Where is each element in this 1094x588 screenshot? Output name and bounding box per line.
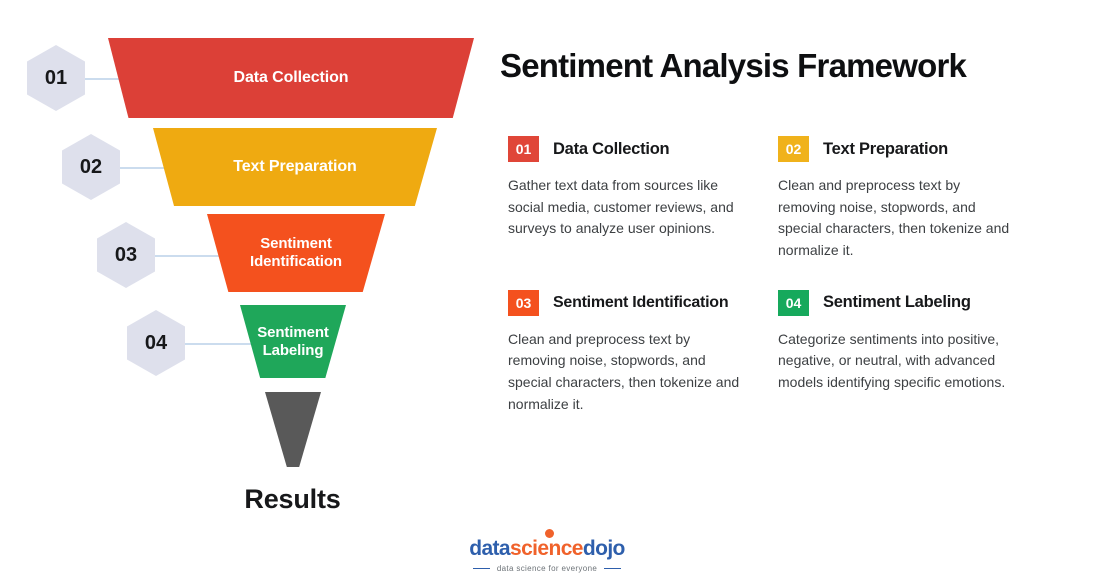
funnel-stage-sentiment-labeling[interactable]: Sentiment Labeling <box>240 305 346 378</box>
hexagon-step-01[interactable]: 01 <box>27 45 85 111</box>
funnel-outcome-label: Results <box>244 484 341 514</box>
hexagon-step-number: 02 <box>79 155 103 178</box>
step-badge-03: 03 <box>508 289 539 316</box>
logo-part-dojo: dojo <box>582 537 626 560</box>
connector-line-03 <box>154 255 220 257</box>
connector-line-02 <box>119 167 184 169</box>
connector-line-01 <box>84 78 144 80</box>
step-card-02: 02 Text Preparation Clean and preprocess… <box>778 136 1048 262</box>
tagline-rule-right <box>604 567 622 570</box>
logo-wordmark: data science dojo <box>469 529 626 560</box>
tagline-rule-left <box>472 567 490 570</box>
logo-part-data: data <box>469 537 510 560</box>
step-card-01: 01 Data Collection Gather text data from… <box>508 136 778 262</box>
step-badge-number: 03 <box>515 294 532 311</box>
funnel-stage-text-preparation[interactable]: Text Preparation <box>153 128 437 206</box>
step-description: Gather text data from sources like socia… <box>508 177 734 237</box>
step-description-grid: 01 Data Collection Gather text data from… <box>508 136 1068 416</box>
funnel-stage-label: Data Collection <box>233 68 349 86</box>
hexagon-step-02[interactable]: 02 <box>62 134 120 200</box>
hexagon-step-number: 03 <box>114 243 138 266</box>
details-panel: Sentiment Analysis Framework 01 Data Col… <box>500 0 1094 588</box>
brand-logo: data science dojo data science for every… <box>0 529 1094 573</box>
step-header: 03 Sentiment Identification <box>508 289 778 316</box>
step-badge-number: 02 <box>785 141 802 157</box>
funnel-spout-shape <box>265 392 321 467</box>
funnel-stage-label: Sentiment Identification <box>250 235 342 270</box>
funnel-stage-label-line2: Identification <box>250 253 342 270</box>
step-header: 01 Data Collection <box>508 136 778 162</box>
step-title: Sentiment Labeling <box>823 293 971 312</box>
step-title: Sentiment Identification <box>553 293 729 311</box>
funnel-stage-sentiment-identification[interactable]: Sentiment Identification <box>207 214 385 292</box>
step-badge-04: 04 <box>778 289 809 316</box>
step-badge-number: 01 <box>515 141 532 157</box>
logo-tagline-row: data science for everyone <box>472 564 622 573</box>
hexagon-step-number: 01 <box>44 66 68 89</box>
funnel-stage-data-collection[interactable]: Data Collection <box>108 38 474 118</box>
step-title: Text Preparation <box>823 139 948 158</box>
funnel-stage-label: Text Preparation <box>233 157 357 175</box>
funnel-stage-label-line1: Sentiment <box>257 323 329 341</box>
step-description: Categorize sentiments into positive, neg… <box>778 330 1006 391</box>
step-badge-number: 04 <box>785 294 802 311</box>
funnel-diagram: Data Collection Text Preparation Sentime… <box>0 0 490 588</box>
step-description: Clean and preprocess text by removing no… <box>508 330 740 412</box>
step-header: 04 Sentiment Labeling <box>778 289 1048 316</box>
logo-dot-icon <box>545 529 555 538</box>
connector-line-04 <box>184 343 252 345</box>
step-badge-02: 02 <box>778 136 809 162</box>
logo-part-science: science <box>510 537 583 560</box>
hexagon-step-04[interactable]: 04 <box>127 310 185 376</box>
funnel-stage-label: Sentiment Labeling <box>257 324 329 359</box>
hexagon-step-03[interactable]: 03 <box>97 222 155 288</box>
page-title: Sentiment Analysis Framework <box>500 47 967 84</box>
step-badge-01: 01 <box>508 136 539 162</box>
step-card-03: 03 Sentiment Identification Clean and pr… <box>508 289 778 416</box>
step-title: Data Collection <box>553 139 670 158</box>
funnel-stage-label-line1: Sentiment <box>260 235 332 253</box>
step-card-04: 04 Sentiment Labeling Categorize sentime… <box>778 289 1048 416</box>
hexagon-step-number: 04 <box>144 331 168 354</box>
funnel-stage-label-line2: Labeling <box>262 341 324 359</box>
logo-tagline: data science for everyone <box>496 564 598 573</box>
step-header: 02 Text Preparation <box>778 136 1048 162</box>
step-description: Clean and preprocess text by removing no… <box>778 177 1010 259</box>
